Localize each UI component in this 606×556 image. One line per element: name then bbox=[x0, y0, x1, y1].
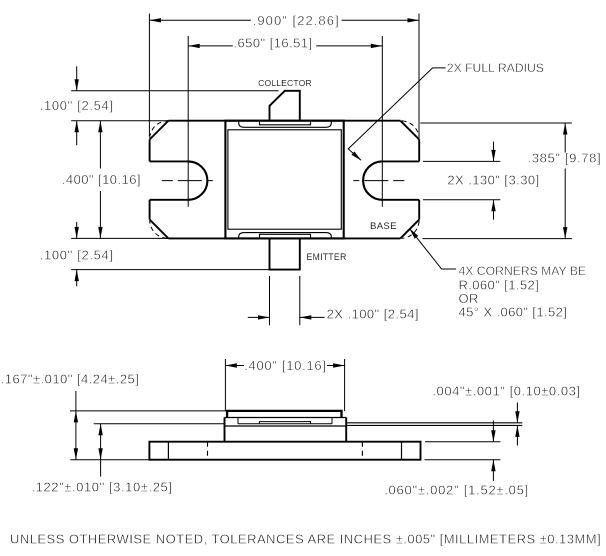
svg-text:.060"±.002" [1.52±.05]: .060"±.002" [1.52±.05] bbox=[384, 482, 529, 497]
svg-text:.400" [10.16]: .400" [10.16] bbox=[62, 172, 141, 187]
svg-text:UNLESS OTHERWISE NOTED, TOL: UNLESS OTHERWISE NOTED, TOLERANCES ARE I… bbox=[10, 532, 601, 547]
svg-text:.100" [2.54]: .100" [2.54] bbox=[40, 98, 114, 113]
svg-text:R.060" [1.52]: R.060" [1.52] bbox=[459, 278, 540, 293]
svg-text:BASE: BASE bbox=[370, 221, 397, 232]
svg-text:COLLECTOR: COLLECTOR bbox=[258, 78, 312, 88]
svg-text:2X FULL RADIUS: 2X FULL RADIUS bbox=[447, 61, 544, 75]
svg-text:45° X .060" [1.52]: 45° X .060" [1.52] bbox=[459, 304, 568, 319]
svg-text:.004"±.001" [0.10±0.03]: .004"±.001" [0.10±0.03] bbox=[432, 383, 580, 398]
svg-text:.167"±.010" [4.24±.25]: .167"±.010" [4.24±.25] bbox=[1, 372, 140, 387]
svg-text:.900" [22.86]: .900" [22.86] bbox=[253, 13, 340, 28]
svg-text:2X .100" [2.54]: 2X .100" [2.54] bbox=[327, 307, 419, 322]
svg-text:OR: OR bbox=[459, 291, 479, 306]
svg-text:4X CORNERS MAY BE: 4X CORNERS MAY BE bbox=[459, 264, 587, 278]
svg-text:.400" [10.16]: .400" [10.16] bbox=[244, 358, 326, 373]
svg-text:2X .130" [3.30]: 2X .130" [3.30] bbox=[447, 172, 539, 187]
svg-text:.650" [16.51]: .650" [16.51] bbox=[233, 36, 312, 51]
svg-text:EMITTER: EMITTER bbox=[306, 252, 346, 262]
svg-text:.122"±.010" [3.10±.25]: .122"±.010" [3.10±.25] bbox=[31, 479, 172, 494]
svg-text:.100" [2.54]: .100" [2.54] bbox=[40, 247, 114, 262]
svg-text:.385" [9.78]: .385" [9.78] bbox=[527, 151, 601, 166]
